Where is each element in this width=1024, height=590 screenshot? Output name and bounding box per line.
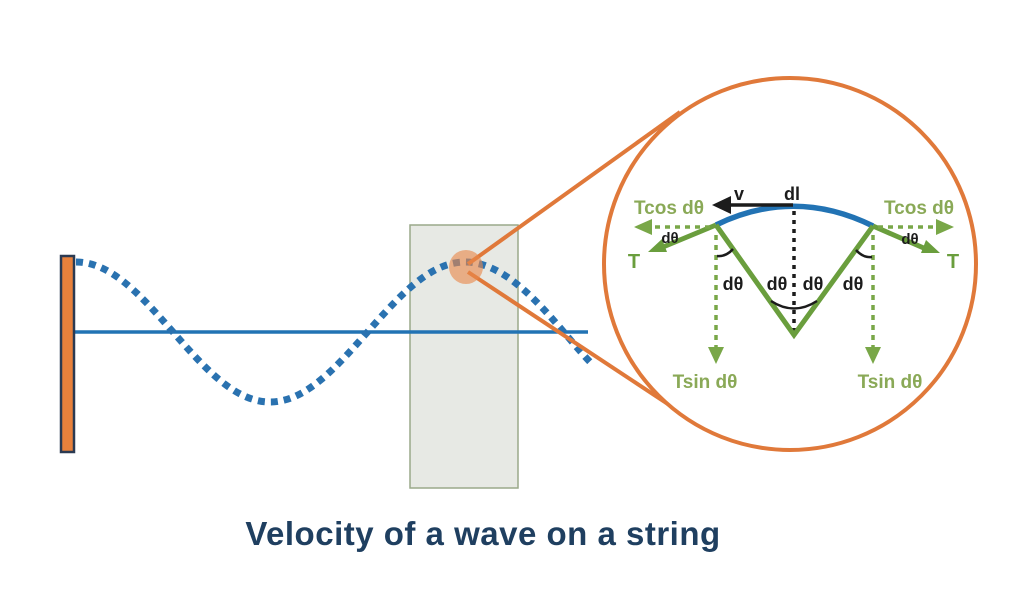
angle-arc-vertex: [770, 299, 818, 310]
pointer-line-top: [466, 110, 682, 266]
tsin-label-left: Tsin dθ: [673, 372, 738, 393]
dtheta-small-label-right: dθ: [901, 231, 918, 248]
dtheta-label-inner-right: dθ: [803, 274, 824, 294]
pointer-line-bottom: [466, 270, 688, 418]
tcos-label-left: Tcos dθ: [634, 198, 704, 219]
tcos-arrowhead-left: [634, 219, 652, 235]
velocity-label: v: [734, 184, 744, 204]
tension-arrowhead-right: [921, 240, 940, 253]
tcos-arrowhead-right: [936, 219, 954, 235]
dtheta-label-outer-right: dθ: [843, 274, 864, 294]
tension-vector-right: [872, 223, 927, 252]
highlight-dot: [449, 250, 483, 284]
tension-arrowhead-left: [648, 239, 667, 252]
tcos-label-right: Tcos dθ: [884, 198, 954, 219]
diagram-title: Velocity of a wave on a string: [245, 515, 720, 552]
magnified-view: v dl Tcos dθ Tcos dθ dθ dθ T T dθ dθ dθ …: [628, 184, 959, 393]
angle-arc-left: [716, 248, 734, 258]
tension-label-right: T: [947, 251, 959, 273]
dtheta-label-inner-left: dθ: [767, 274, 788, 294]
velocity-arrowhead: [712, 196, 731, 214]
string-wave-dotted: [75, 258, 595, 406]
dtheta-small-label-left: dθ: [661, 230, 678, 247]
tsin-arrowhead-right: [865, 347, 881, 364]
tsin-arrowhead-left: [708, 347, 724, 364]
dl-label: dl: [784, 184, 800, 204]
wall-post: [59, 254, 76, 454]
tension-v-lines: [713, 223, 876, 340]
string-element-arc: [714, 203, 875, 229]
angle-arc-right: [855, 249, 873, 259]
magnifier-circle: [602, 76, 978, 452]
dtheta-label-outer-left: dθ: [723, 274, 744, 294]
tsin-label-right: Tsin dθ: [858, 372, 923, 393]
tension-label-left: T: [628, 251, 640, 273]
